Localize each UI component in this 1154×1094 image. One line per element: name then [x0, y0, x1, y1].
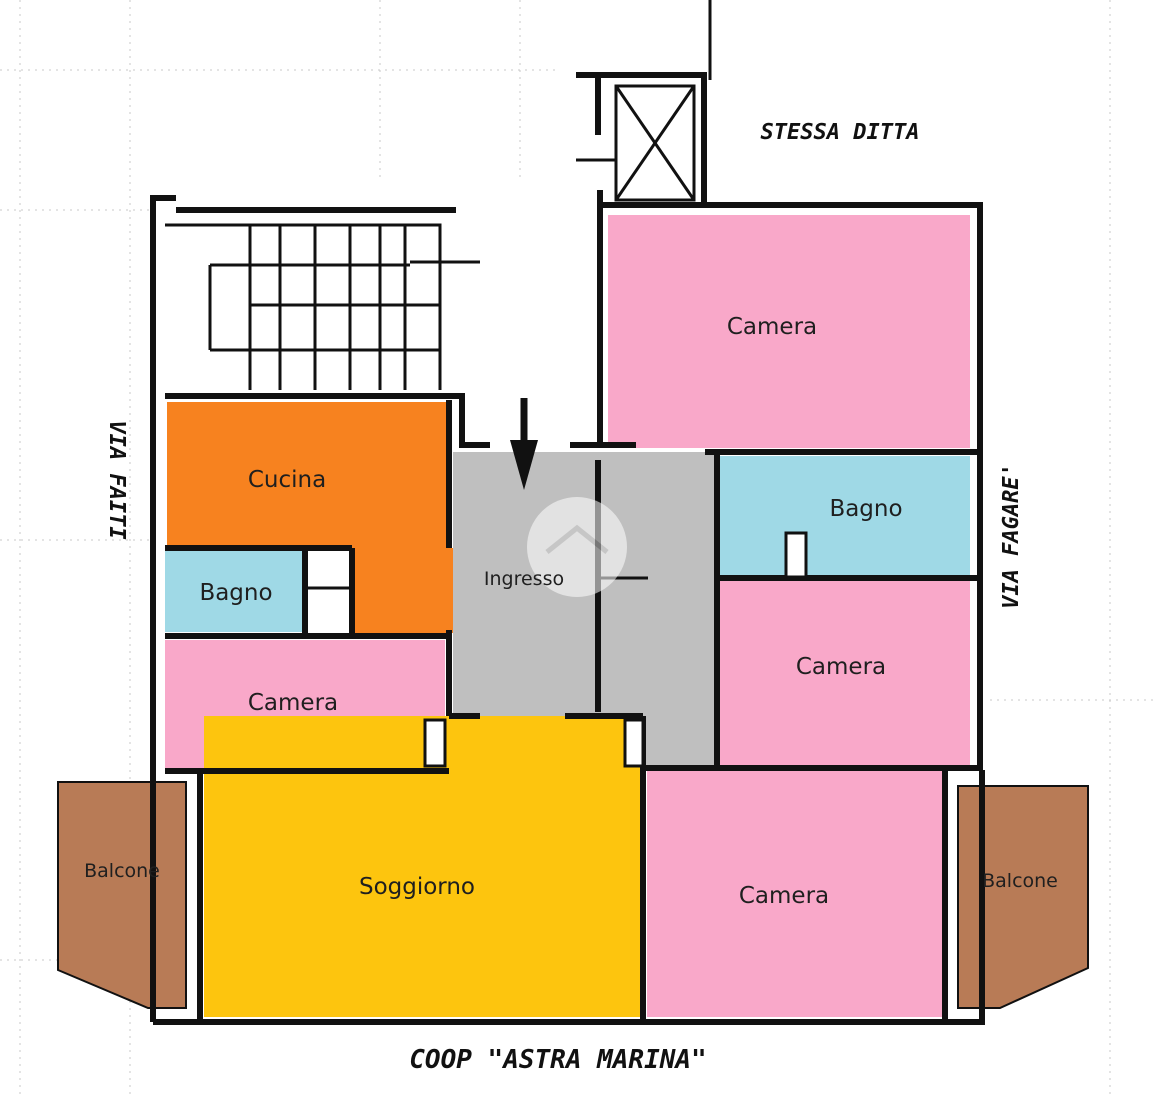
surrounding-labels: STESSA DITTA COOP "ASTRA MARINA" VIA FAI… — [104, 120, 1024, 1075]
label-bagno-left: Bagno — [199, 580, 272, 606]
home-watermark-icon — [527, 497, 627, 597]
label-balcone-left: Balcone — [84, 860, 160, 882]
room-labels: Cucina Bagno Camera Ingresso Camera Bagn… — [84, 314, 1058, 909]
balcone-right — [957, 785, 1089, 1009]
walls — [150, 0, 985, 1025]
label-left-street: VIA FAITI — [104, 420, 129, 539]
balcone-left — [57, 781, 187, 1009]
label-right-street: VIA FAGARE' — [999, 463, 1024, 609]
stairwell — [165, 223, 480, 390]
label-bottom-neighbor: COOP "ASTRA MARINA" — [409, 1045, 706, 1075]
label-balcone-right: Balcone — [982, 870, 1058, 892]
bagno-right-room — [720, 456, 970, 576]
label-camera-left: Camera — [248, 690, 338, 716]
camera-top-right-room — [608, 215, 970, 448]
room-fills — [57, 215, 1089, 1017]
label-ingresso: Ingresso — [484, 568, 564, 590]
cucina-room — [167, 402, 453, 633]
down-arrow-icon — [510, 398, 538, 490]
label-top-neighbor: STESSA DITTA — [761, 120, 920, 145]
camera-mid-right-room — [720, 580, 970, 768]
label-soggiorno: Soggiorno — [359, 874, 475, 900]
ingresso-room — [453, 452, 716, 768]
bagno-left-room — [165, 551, 303, 632]
label-bagno-right: Bagno — [829, 496, 902, 522]
camera-bottom-right-room — [647, 770, 945, 1017]
label-cucina: Cucina — [248, 467, 326, 493]
soggiorno-room — [204, 716, 641, 1017]
label-camera-mid-right: Camera — [796, 654, 886, 680]
label-camera-bottom-right: Camera — [739, 883, 829, 909]
label-camera-top-right: Camera — [727, 314, 817, 340]
